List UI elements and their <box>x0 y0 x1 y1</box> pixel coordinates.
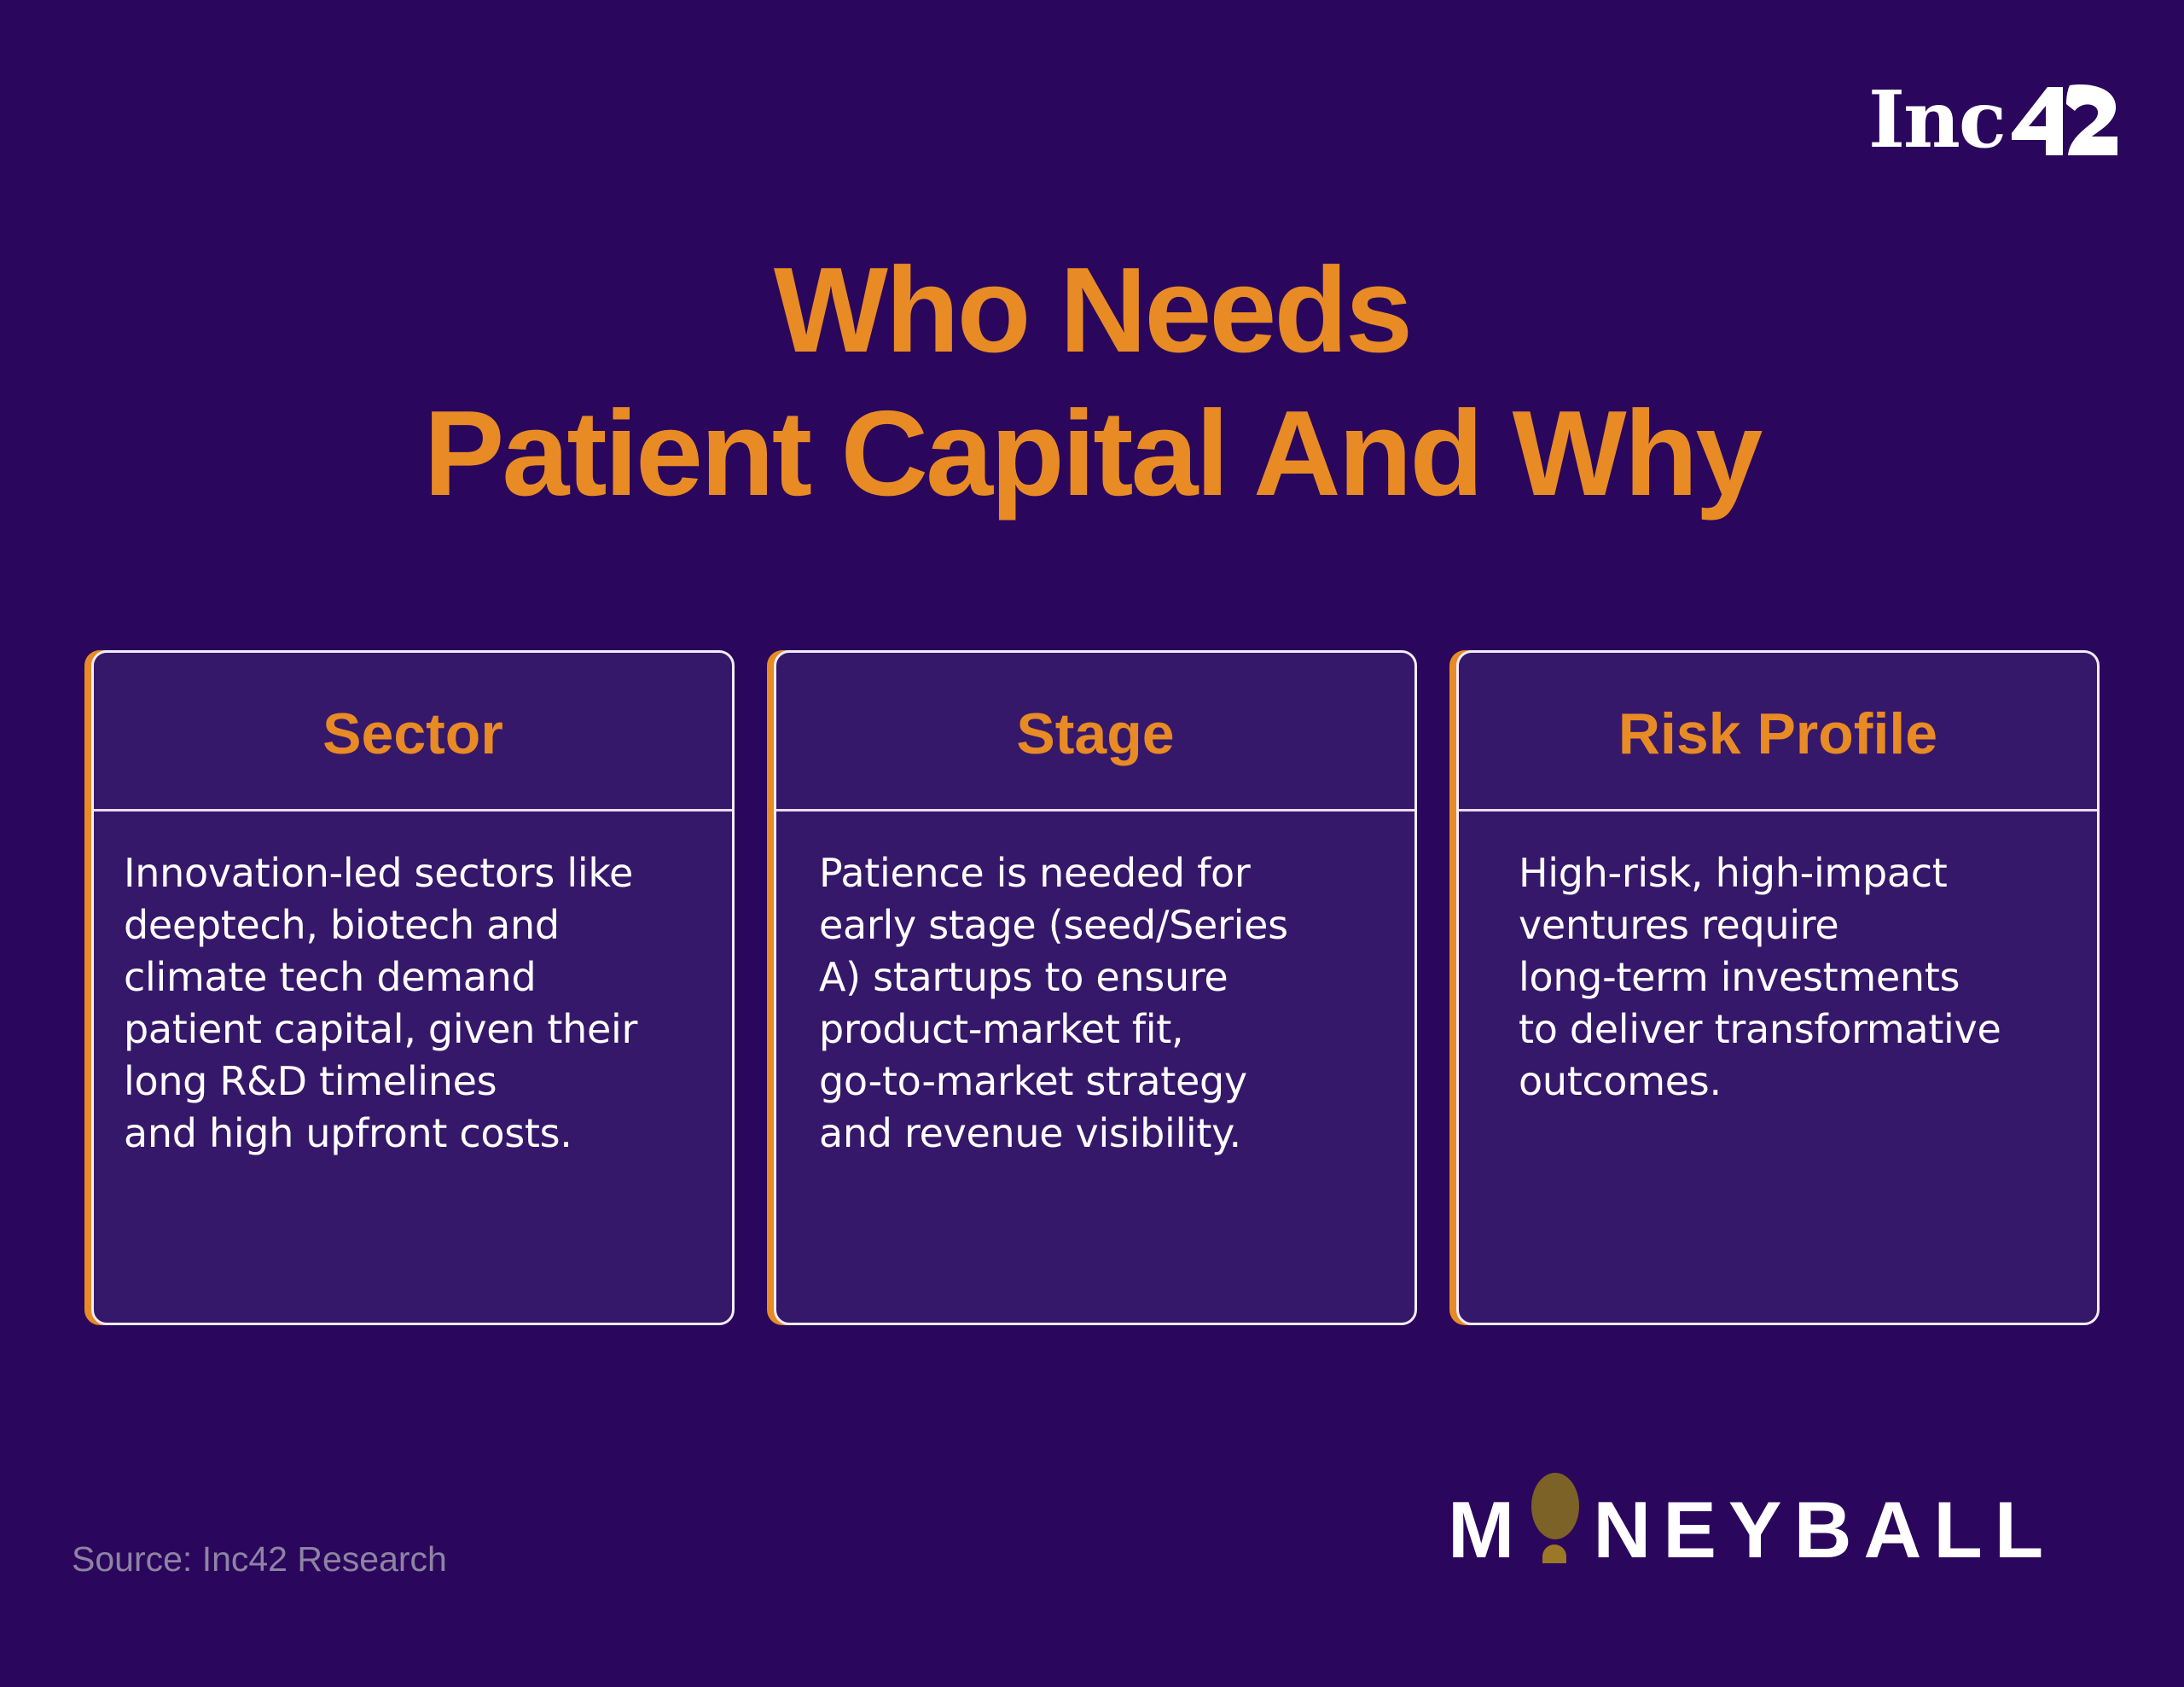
card-body-line: ventures require <box>1519 902 1839 948</box>
card-header: Stage <box>776 653 1414 812</box>
moneyball-logo-rest: NEYBALL <box>1593 1485 2056 1574</box>
card-header: Risk Profile <box>1459 653 2097 812</box>
card-body-line: and high upfront costs. <box>124 1110 572 1156</box>
inc42-logo: Inc <box>1868 79 2121 160</box>
card-body-line: Patience is needed for <box>819 850 1251 896</box>
card-heading: Stage <box>1016 701 1175 766</box>
card-body: Patience is needed for early stage (seed… <box>776 812 1414 1160</box>
card-body-line: Innovation-led sectors like <box>124 850 634 896</box>
card-header: Sector <box>94 653 732 812</box>
card-body-line: climate tech demand <box>124 954 537 1000</box>
moneyball-logo-first-letter: M <box>1448 1485 1527 1574</box>
card-body: Innovation-led sectors like deeptech, bi… <box>94 812 732 1160</box>
source-note: Source: Inc42 Research <box>72 1539 447 1579</box>
inc42-logo-text: Inc <box>1868 73 2007 166</box>
card-body-line: deeptech, biotech and <box>124 902 560 948</box>
card-body-line: to deliver transformative <box>1519 1006 2001 1052</box>
card-body-line: High-risk, high-impact <box>1519 850 1948 896</box>
card-stage: Stage Patience is needed for early stage… <box>774 650 1417 1325</box>
card-body-line: early stage (seed/Series <box>819 902 1288 948</box>
card-heading: Risk Profile <box>1618 701 1938 766</box>
card-body-line: long R&D timelines <box>124 1058 497 1104</box>
ball-stand-shape <box>1542 1544 1567 1563</box>
page-title: Who Needs Patient Capital And Why <box>0 239 2184 526</box>
card-risk-profile: Risk Profile High-risk, high-impact vent… <box>1456 650 2100 1325</box>
card-sector: Sector Innovation-led sectors like deept… <box>91 650 735 1325</box>
card-body-line: A) startups to ensure <box>819 954 1228 1000</box>
card-body-line: product-market fit, <box>819 1006 1184 1052</box>
moneyball-ball-icon <box>1531 1473 1581 1567</box>
card-body-line: outcomes. <box>1519 1058 1722 1104</box>
title-line-2: Patient Capital And Why <box>423 386 1763 521</box>
card-body-line: go-to-market strategy <box>819 1058 1247 1104</box>
moneyball-logo: M NEYBALL <box>1448 1473 2055 1575</box>
ball-shape <box>1531 1473 1580 1539</box>
title-line-1: Who Needs <box>773 242 1413 378</box>
inc42-number-icon <box>2011 84 2117 155</box>
card-body: High-risk, high-impact ventures require … <box>1459 812 2097 1108</box>
card-body-line: long-term investments <box>1519 954 1960 1000</box>
card-body-line: and revenue visibility. <box>819 1110 1241 1156</box>
card-body-line: patient capital, given their <box>124 1006 638 1052</box>
card-heading: Sector <box>322 701 503 766</box>
